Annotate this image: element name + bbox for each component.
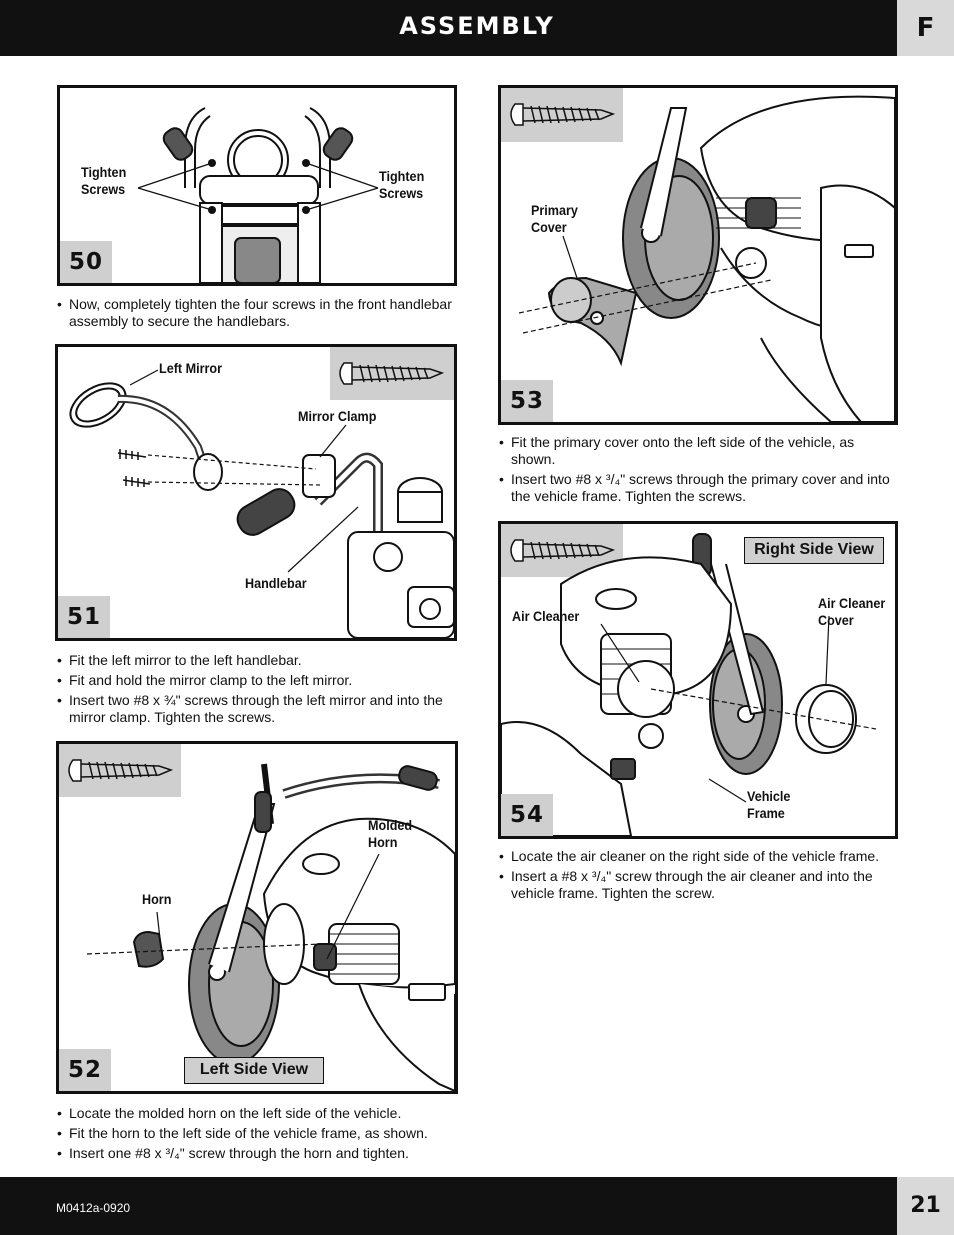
screw-icon [339, 362, 445, 385]
screw-callout [59, 744, 181, 797]
screw-callout [330, 347, 454, 400]
handlebar-label: Handlebar [245, 575, 307, 591]
vehicle-frame-label: Vehicle Frame [747, 788, 791, 821]
instruction-item: Insert two #8 x ³/₄" screws through the … [499, 471, 899, 505]
air-cleaner-right-side-illustration [501, 533, 877, 836]
instruction-item: Insert a #8 x ³/₄" screw through the air… [499, 868, 899, 902]
footer-bar: M0412a-0920 21 [0, 1177, 954, 1235]
step-number: 50 [60, 241, 112, 283]
mirror-clamp-label: Mirror Clamp [298, 408, 377, 424]
instruction-item: Insert two #8 x ¾" screws through the le… [57, 692, 457, 726]
mirror-handlebar-illustration [69, 369, 454, 638]
screw-callout [501, 88, 623, 142]
step-54-panel: Air Cleaner Air Cleaner Cover Vehicle Fr… [498, 521, 898, 839]
step-number: 52 [59, 1049, 111, 1091]
step-51-instructions: Fit the left mirror to the left handleba… [57, 652, 457, 729]
page-number: 21 [897, 1177, 954, 1235]
air-cleaner-cover-label: Air Cleaner Cover [818, 595, 886, 628]
step-54-instructions: Locate the air cleaner on the right side… [499, 848, 899, 905]
air-cleaner-label: Air Cleaner [512, 608, 580, 624]
step-52-panel: Molded Horn Horn Left Side View 52 [56, 741, 458, 1094]
primary-cover-label: Primary Cover [531, 202, 578, 235]
screw-icon [510, 103, 616, 126]
instruction-item: Locate the air cleaner on the right side… [499, 848, 899, 865]
step-50-instructions: Now, completely tighten the four screws … [57, 296, 457, 333]
view-label: Left Side View [184, 1057, 324, 1084]
instruction-item: Fit the primary cover onto the left side… [499, 434, 899, 468]
step-51-panel: Left Mirror Mirror Clamp Handlebar 51 [55, 344, 457, 641]
instruction-item: Fit the horn to the left side of the veh… [57, 1125, 457, 1142]
instruction-item: Insert one #8 x ³/₄" screw through the h… [57, 1145, 457, 1162]
primary-cover-illustration [518, 95, 895, 422]
tighten-screws-right-label: Tighten Screws [379, 168, 425, 201]
step-50-panel: Tighten Screws Tighten Screws 50 [57, 85, 457, 286]
section-tab: F [897, 0, 954, 56]
screw-icon [510, 539, 616, 562]
step-53-instructions: Fit the primary cover onto the left side… [499, 434, 899, 508]
view-label: Right Side View [744, 537, 884, 564]
instruction-item: Fit the left mirror to the left handleba… [57, 652, 457, 669]
page-title: ASSEMBLY [399, 12, 555, 40]
tighten-screws-left-label: Tighten Screws [81, 164, 127, 197]
instruction-item: Now, completely tighten the four screws … [57, 296, 457, 330]
step-number: 51 [58, 596, 110, 638]
instruction-item: Locate the molded horn on the left side … [57, 1105, 457, 1122]
horn-left-side-illustration [86, 763, 455, 1091]
screw-icon [68, 759, 174, 782]
document-code: M0412a-0920 [56, 1201, 131, 1215]
molded-horn-label: Molded Horn [368, 817, 413, 850]
handlebar-tighten-illustration [137, 107, 379, 283]
step-52-instructions: Locate the molded horn on the left side … [57, 1105, 457, 1165]
horn-label: Horn [142, 891, 172, 907]
left-mirror-label: Left Mirror [159, 360, 222, 376]
step-number: 53 [501, 380, 553, 422]
step-53-panel: Primary Cover 53 [498, 85, 898, 425]
step-number: 54 [501, 794, 553, 836]
header-bar: ASSEMBLY F [0, 0, 954, 56]
instruction-item: Fit and hold the mirror clamp to the lef… [57, 672, 457, 689]
